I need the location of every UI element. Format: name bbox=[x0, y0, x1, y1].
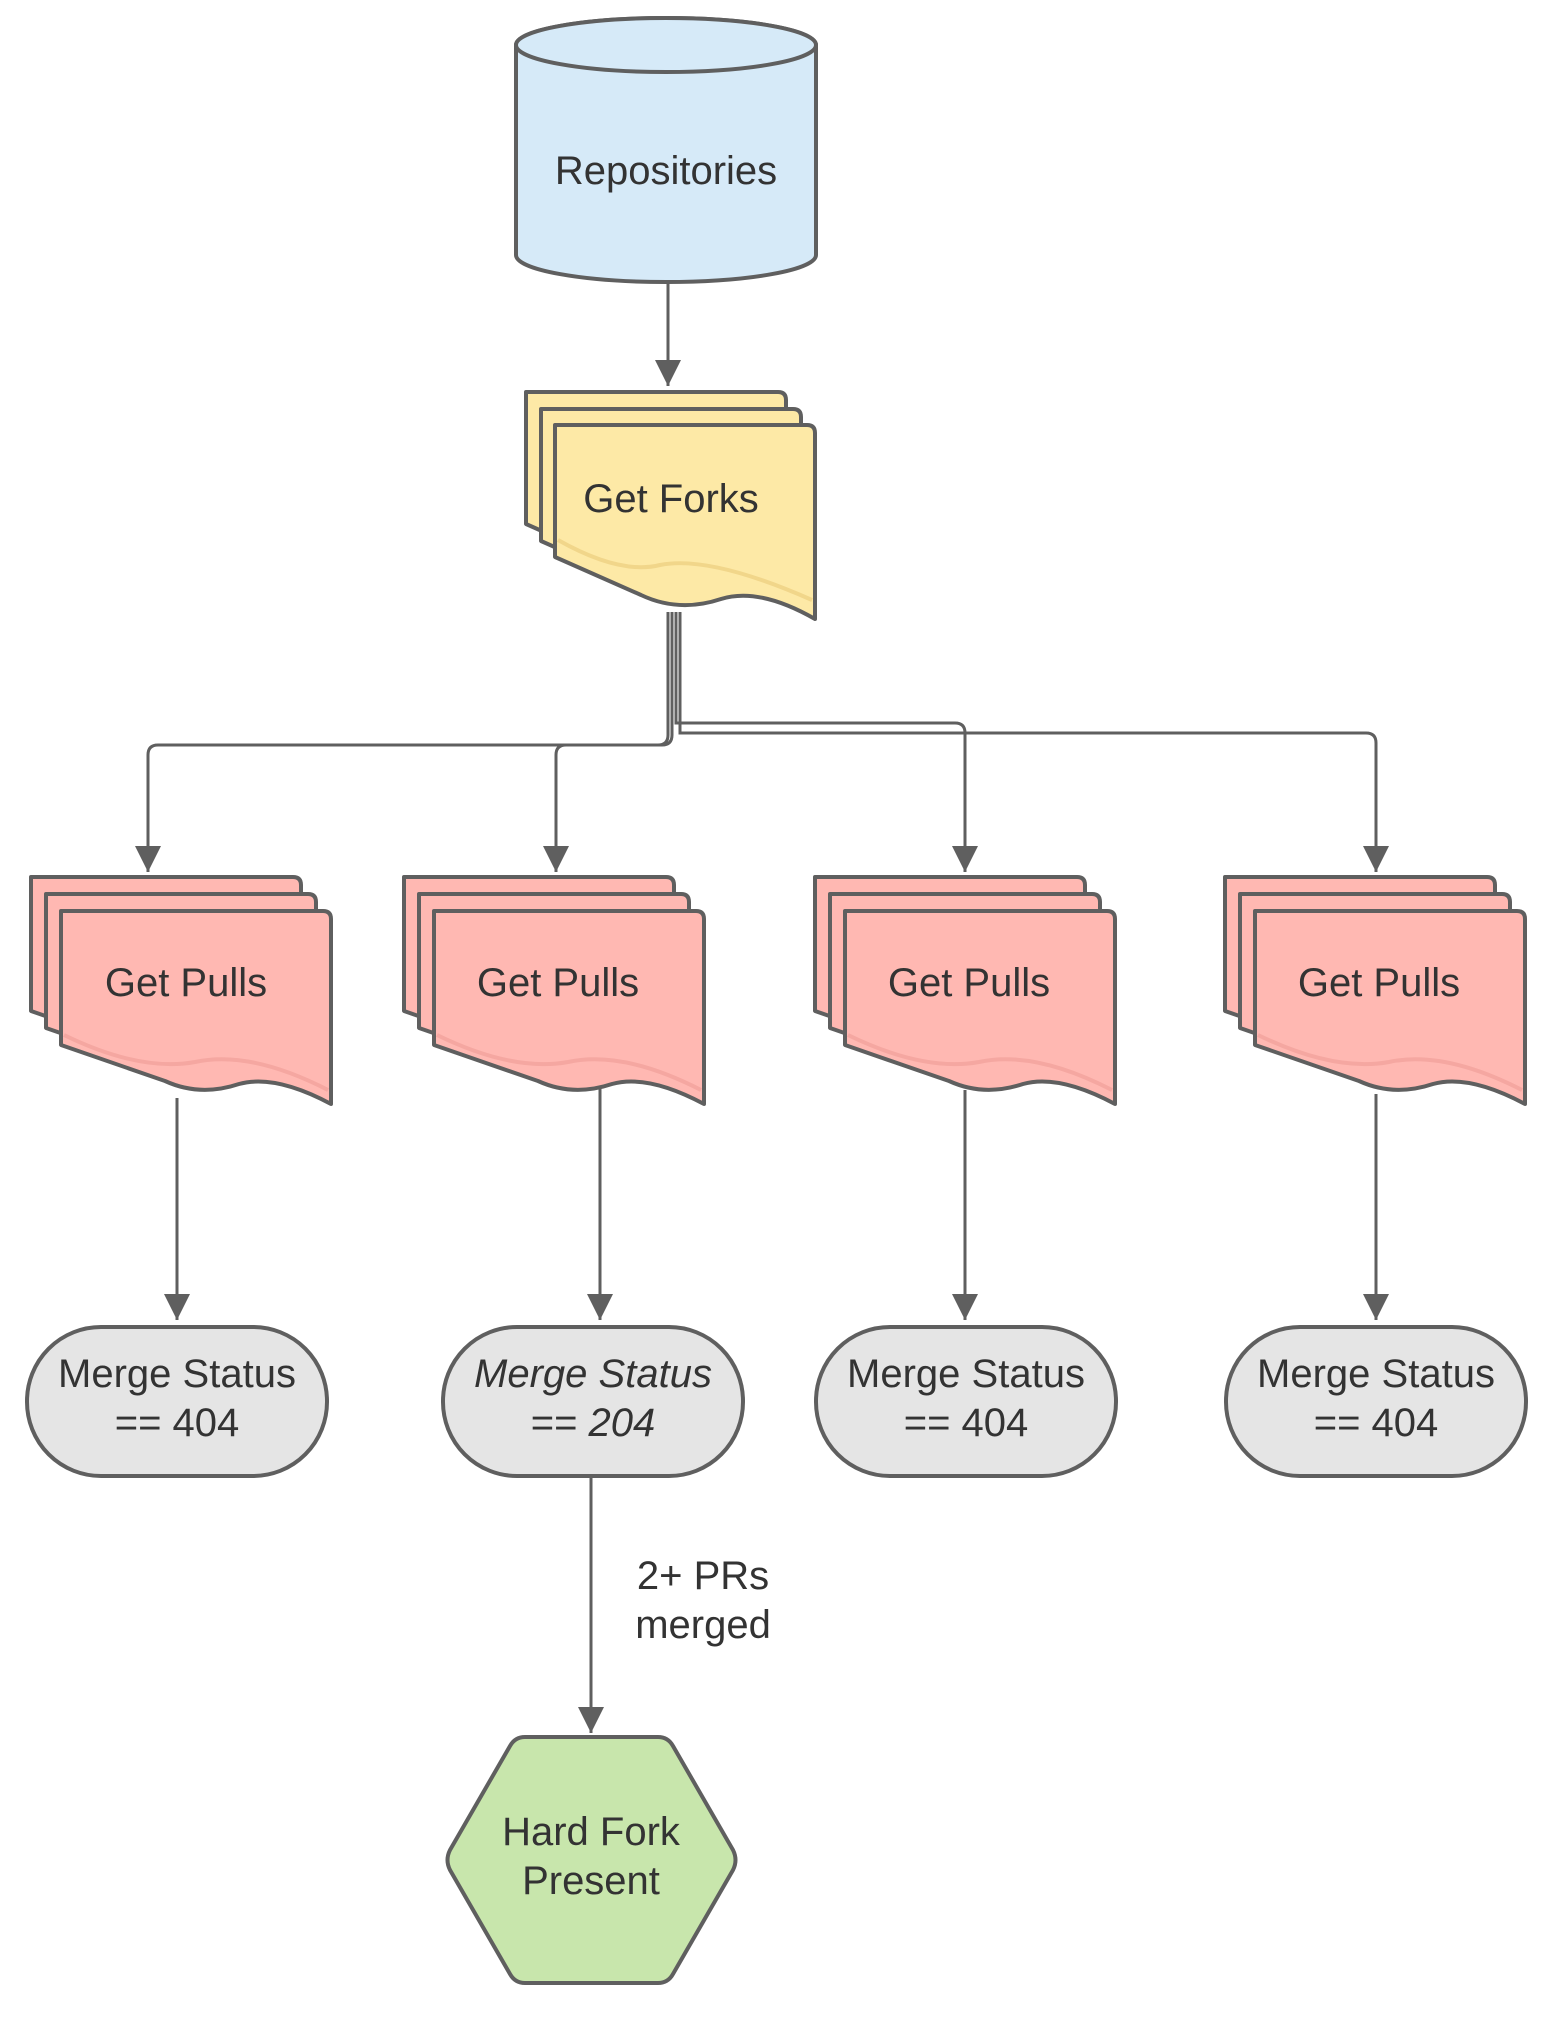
document-wave-shadow bbox=[436, 1033, 702, 1092]
document-wave-shadow bbox=[63, 1033, 329, 1092]
get-pulls-label-4: Get Pulls bbox=[1298, 961, 1460, 1005]
merge-status-code: 404 bbox=[1372, 1401, 1439, 1445]
edge-get-forks-to-get-pulls-2 bbox=[543, 612, 674, 872]
get-pulls-label-2: Get Pulls bbox=[477, 961, 639, 1005]
document-wave-shadow bbox=[1257, 1033, 1523, 1092]
get-pulls-node-4: Get Pulls bbox=[1223, 875, 1527, 1106]
merge-status-value-1: == 404 bbox=[115, 1401, 240, 1445]
hard-fork-label-line2: Present bbox=[522, 1859, 660, 1903]
merge-status-node-2: Merge Status == 204 bbox=[441, 1325, 745, 1478]
merge-status-code: 204 bbox=[588, 1401, 656, 1445]
edge-get-forks-to-get-pulls-4 bbox=[678, 612, 1389, 872]
merge-status-operator: == bbox=[115, 1401, 162, 1445]
terminator-shape bbox=[441, 1325, 745, 1478]
repositories-node: Repositories bbox=[514, 16, 818, 284]
get-forks-node: Get Forks bbox=[524, 390, 817, 621]
multiple-documents-icon bbox=[59, 909, 333, 1106]
edge-label-prs-merged-line2: merged bbox=[635, 1603, 771, 1647]
merge-status-code: 404 bbox=[173, 1401, 240, 1445]
terminator-shape bbox=[1224, 1325, 1528, 1478]
merge-status-label-4: Merge Status bbox=[1257, 1352, 1495, 1396]
edge-label-prs-merged-line1: 2+ PRs bbox=[637, 1554, 769, 1598]
terminator-shape bbox=[25, 1325, 329, 1478]
document-wave-shadow bbox=[847, 1033, 1113, 1092]
hexagon-icon bbox=[445, 1735, 738, 1985]
get-forks-label: Get Forks bbox=[583, 477, 759, 521]
get-pulls-node-1: Get Pulls bbox=[29, 875, 333, 1106]
database-cylinder-top bbox=[514, 16, 818, 74]
multiple-documents-icon bbox=[432, 909, 706, 1106]
merge-status-node-1: Merge Status == 404 bbox=[25, 1325, 329, 1478]
get-pulls-node-3: Get Pulls bbox=[813, 875, 1117, 1106]
terminator-shape bbox=[814, 1325, 1118, 1478]
get-pulls-label-3: Get Pulls bbox=[888, 961, 1050, 1005]
merge-status-operator: == bbox=[531, 1401, 578, 1445]
edges: 2+ PRs merged bbox=[135, 283, 1389, 1733]
merge-status-value-2: == 204 bbox=[531, 1401, 656, 1445]
merge-status-label-2: Merge Status bbox=[474, 1352, 712, 1396]
merge-status-label-1: Merge Status bbox=[58, 1352, 296, 1396]
merge-status-value-4: == 404 bbox=[1314, 1401, 1439, 1445]
edge-get-forks-to-get-pulls-3 bbox=[674, 612, 978, 872]
multiple-documents-icon bbox=[553, 423, 817, 621]
document-wave-shadow bbox=[557, 538, 813, 602]
get-pulls-node-2: Get Pulls bbox=[402, 875, 706, 1106]
merge-status-operator: == bbox=[1314, 1401, 1361, 1445]
merge-status-code: 404 bbox=[962, 1401, 1029, 1445]
merge-status-label-3: Merge Status bbox=[847, 1352, 1085, 1396]
edge-get-forks-to-get-pulls-1 bbox=[135, 612, 670, 872]
merge-status-node-4: Merge Status == 404 bbox=[1224, 1325, 1528, 1478]
hard-fork-label-line1: Hard Fork bbox=[502, 1810, 681, 1854]
multiple-documents-icon bbox=[843, 909, 1117, 1106]
merge-status-operator: == bbox=[904, 1401, 951, 1445]
multiple-documents-icon bbox=[1253, 909, 1527, 1106]
merge-status-node-3: Merge Status == 404 bbox=[814, 1325, 1118, 1478]
merge-status-value-3: == 404 bbox=[904, 1401, 1029, 1445]
hard-fork-node: Hard Fork Present bbox=[445, 1735, 738, 1985]
repositories-label: Repositories bbox=[555, 149, 777, 193]
get-pulls-label-1: Get Pulls bbox=[105, 961, 267, 1005]
